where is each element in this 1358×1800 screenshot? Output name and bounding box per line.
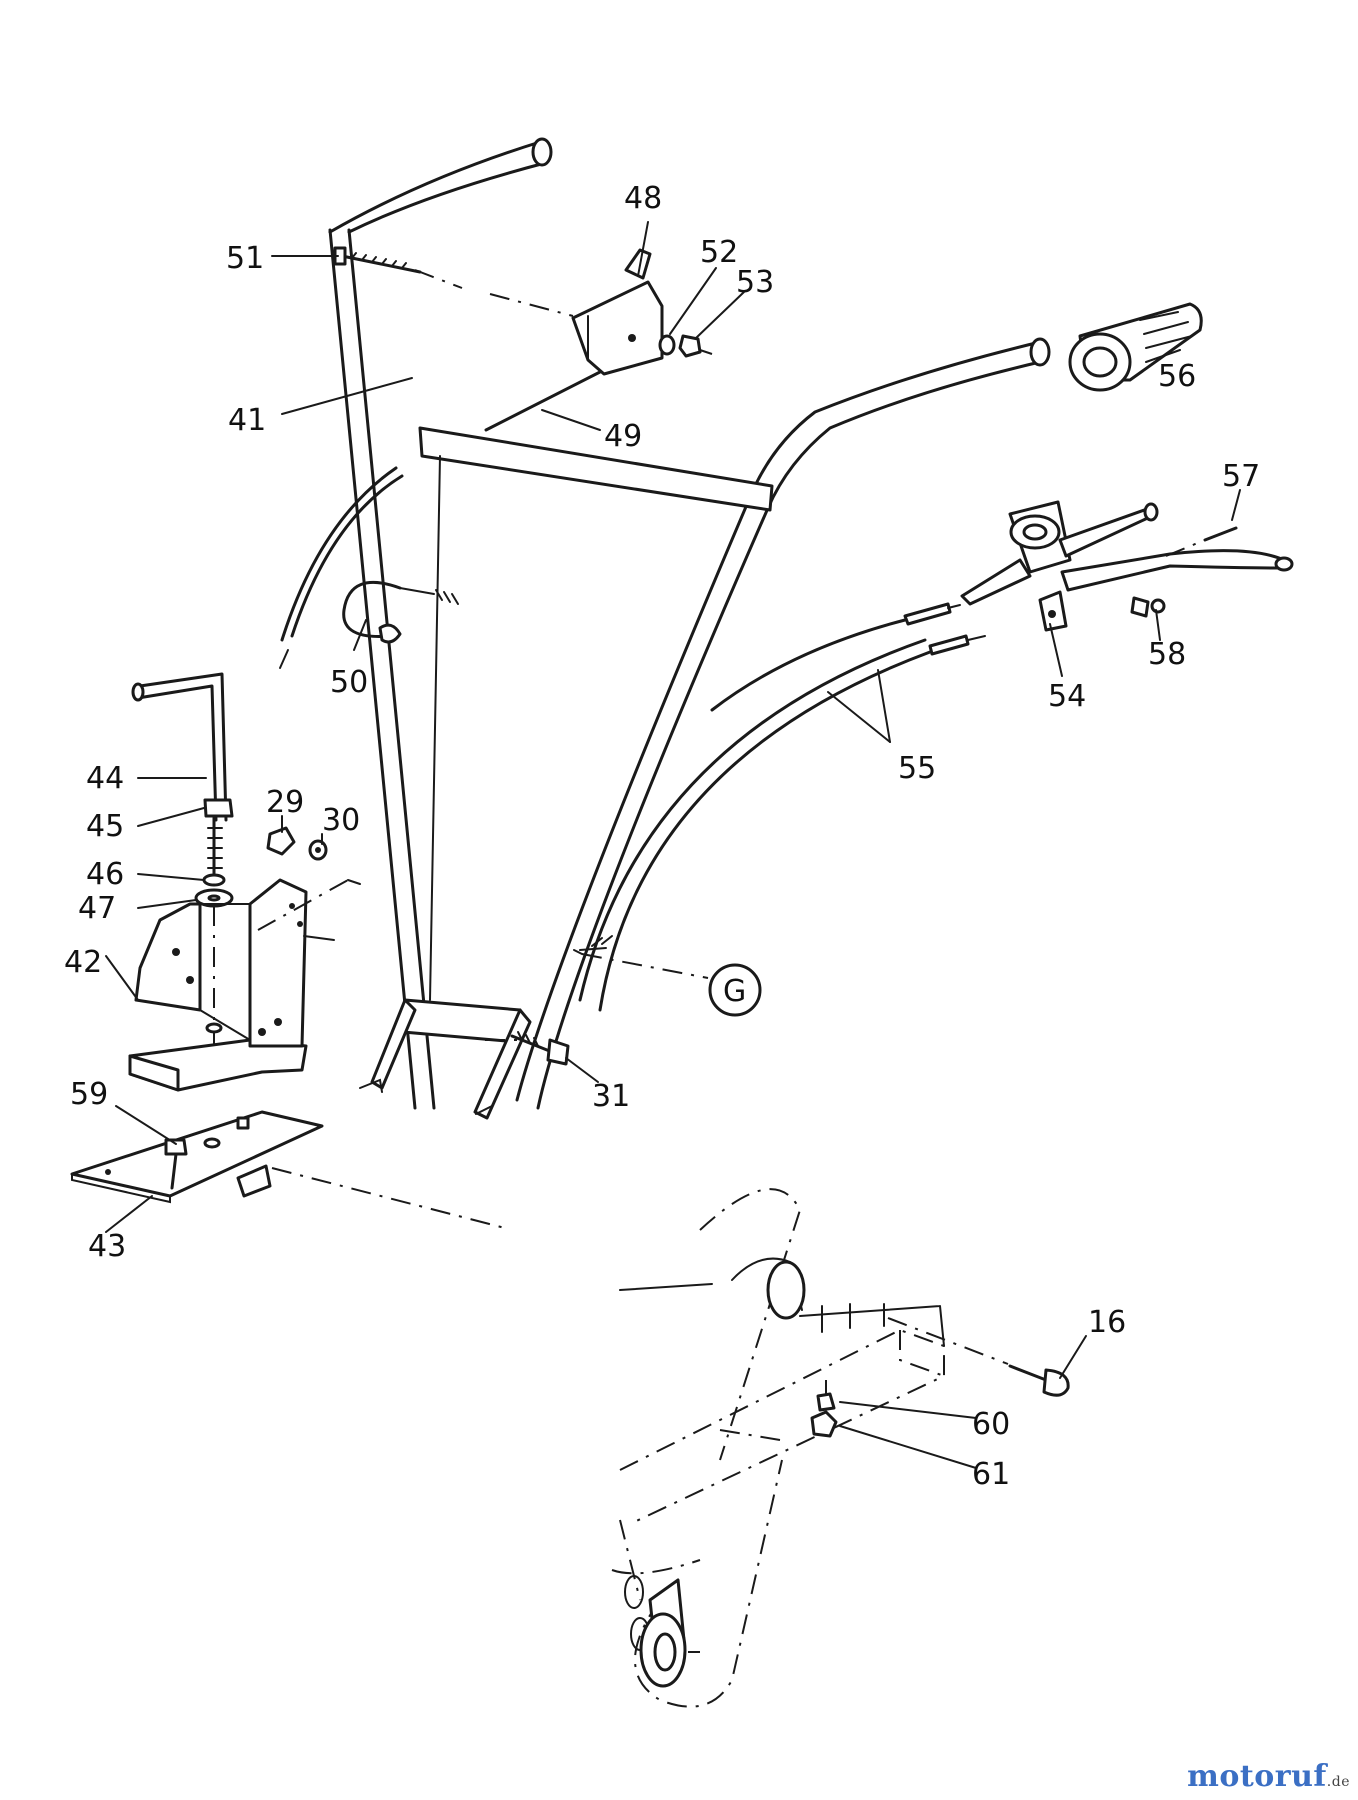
bolt-51	[333, 246, 422, 274]
cables	[279, 466, 986, 1012]
handlebar-frame	[328, 137, 1051, 1120]
callout-labels: 51 48 52 53 56 41 49 57 58 54 55 50 44 4…	[64, 181, 1260, 1492]
callout-58: 58	[1148, 637, 1186, 672]
clutch-lever	[960, 500, 1294, 632]
callout-53: 53	[736, 265, 774, 300]
callout-g: G	[708, 963, 762, 1017]
callout-52: 52	[700, 235, 738, 270]
callout-43: 43	[88, 1229, 126, 1264]
throttle-lever	[414, 248, 664, 432]
callout-47: 47	[78, 891, 116, 926]
callout-50: 50	[330, 665, 368, 700]
callout-55: 55	[898, 751, 936, 786]
callout-61: 61	[972, 1457, 1010, 1492]
washer-52-nut-53	[658, 334, 713, 358]
bolt-31	[485, 1031, 570, 1066]
callout-56: 56	[1158, 359, 1196, 394]
callout-51: 51	[226, 241, 264, 276]
grip-56	[1068, 302, 1203, 392]
callout-16: 16	[1088, 1305, 1126, 1340]
callout-45: 45	[86, 809, 124, 844]
callout-54: 54	[1048, 679, 1086, 714]
watermark-brand: motoruf	[1187, 1759, 1327, 1794]
callout-29: 29	[266, 785, 304, 820]
callout-49: 49	[604, 419, 642, 454]
watermark-tld: .de	[1326, 1774, 1350, 1790]
tine-assembly	[611, 1188, 1070, 1708]
callout-44: 44	[86, 761, 124, 796]
callout-42: 42	[64, 945, 102, 980]
leader-lines	[105, 221, 1241, 1469]
nut-29-washer-30	[266, 826, 328, 861]
callout-g-letter: G	[723, 974, 746, 1009]
callout-46: 46	[86, 857, 124, 892]
callout-30: 30	[322, 803, 360, 838]
callout-41: 41	[228, 403, 266, 438]
callout-48: 48	[624, 181, 662, 216]
watermark: motoruf.de	[1187, 1759, 1350, 1794]
callout-60: 60	[972, 1407, 1010, 1442]
clamp-bracket	[70, 672, 506, 1229]
callout-31: 31	[592, 1079, 630, 1114]
callout-57: 57	[1222, 459, 1260, 494]
callout-59: 59	[70, 1077, 108, 1112]
